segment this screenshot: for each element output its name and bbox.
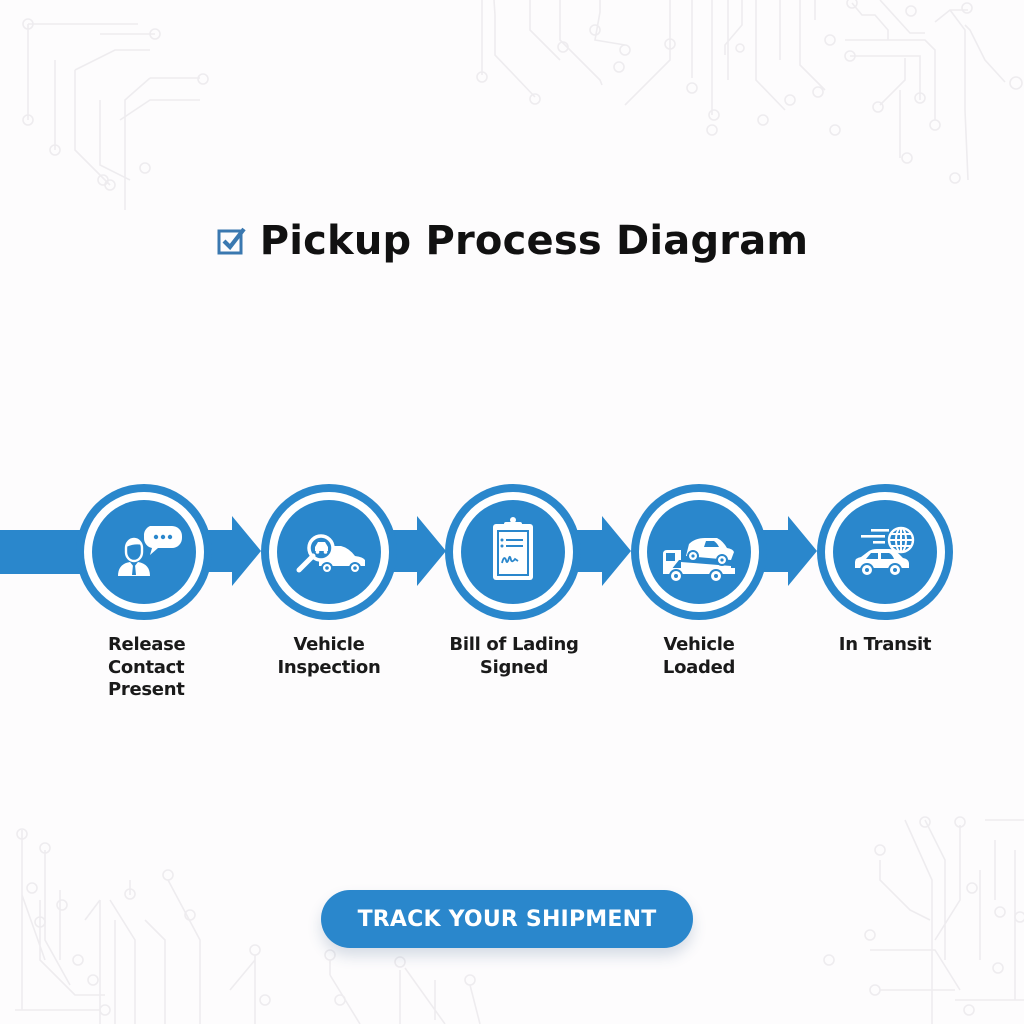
arrow-right-icon	[390, 516, 446, 586]
step-label-in-transit: In Transit	[838, 634, 932, 655]
page-header: Pickup Process Diagram	[0, 218, 1024, 264]
tow-truck-car-icon	[663, 538, 735, 583]
magnifier-car-icon	[296, 534, 365, 574]
step-node-bill-of-lading	[445, 484, 581, 620]
checkbox-checked-icon	[217, 227, 246, 255]
arrow-right-icon	[575, 516, 631, 586]
step-node-vehicle-loaded	[631, 484, 767, 620]
arrow-right-icon	[205, 516, 261, 586]
step-node-vehicle-inspection	[261, 484, 397, 620]
step-label-release-contact: Release Contact Present	[108, 634, 186, 700]
page-title: Pickup Process Diagram	[259, 218, 809, 264]
step-label-vehicle-loaded: Vehicle Loaded	[662, 634, 736, 678]
car-globe-speed-icon	[855, 526, 915, 577]
step-node-release-contact	[76, 484, 212, 620]
arrow-right-icon	[761, 516, 817, 586]
track-shipment-button[interactable]: TRACK YOUR SHIPMENT	[321, 890, 693, 948]
step-node-in-transit	[817, 484, 953, 620]
clipboard-signature-icon	[493, 517, 533, 580]
flow-lead-band	[0, 530, 90, 574]
step-label-vehicle-inspection: Vehicle Inspection	[277, 634, 381, 678]
person-speech-bubble-icon	[118, 526, 182, 576]
step-label-bill-of-lading: Bill of Lading Signed	[449, 634, 579, 678]
